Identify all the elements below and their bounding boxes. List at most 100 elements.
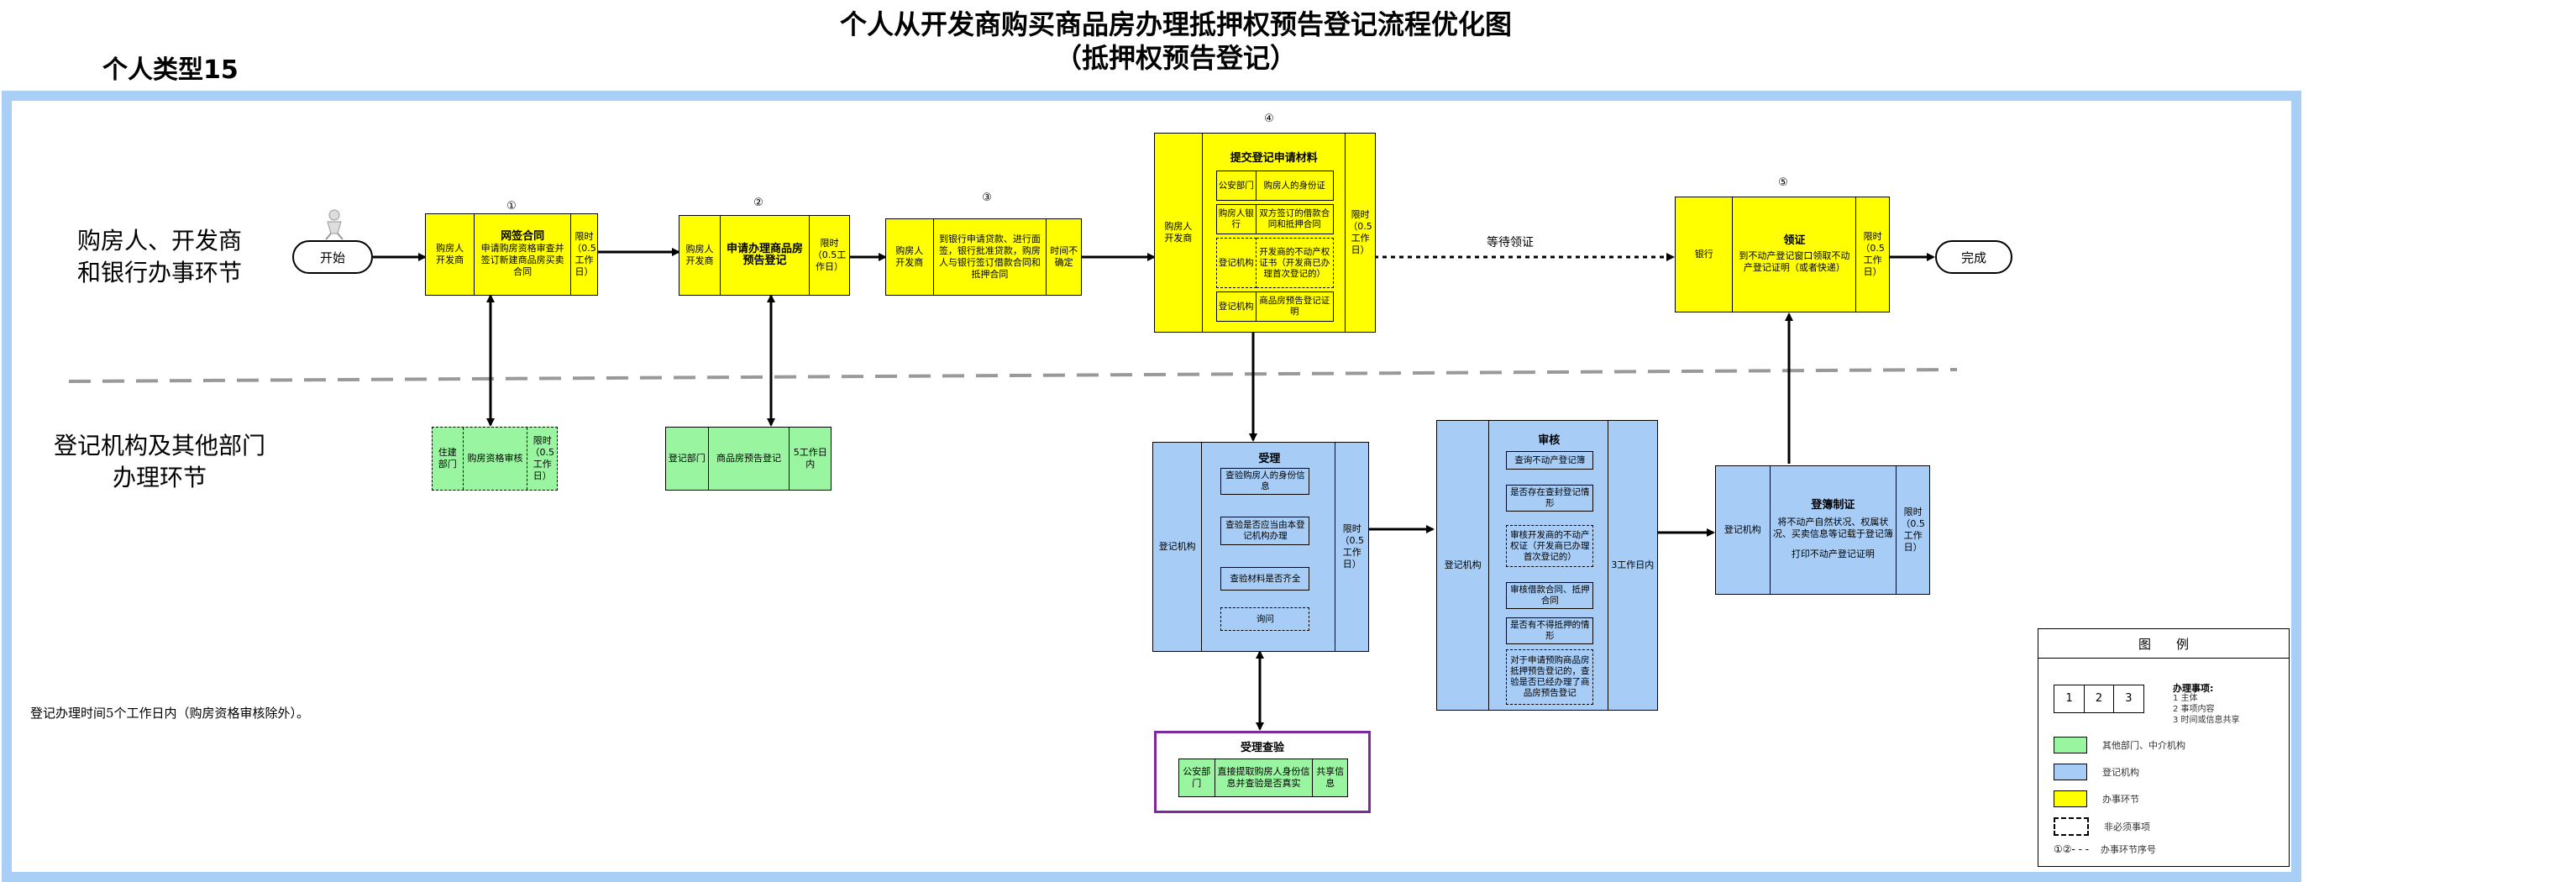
lane-label-top: 购房人、开发商 和银行办事环节: [76, 227, 242, 286]
legend: 图 例 1 2 3 办理事项: 1 主体 2 事项内容 3 时间或信息共享 其他…: [2038, 628, 2290, 867]
accept-box: 登记机构 受理 查验购房人的身份信息 查验是否应当由本登记机构办理 查验材料是否…: [1152, 442, 1369, 652]
accept-item-3: 查验材料是否齐全: [1220, 567, 1310, 591]
review-time: 3工作日内: [1607, 421, 1657, 710]
legend-seq-symbol: ①②- - -: [2054, 843, 2090, 855]
review-item-3: 审核开发商的不动产权证（开发商已办理首次登记的）: [1506, 525, 1594, 567]
register-title: 登簿制证: [1811, 499, 1855, 512]
legend-row-dashed-label: 非必须事项: [2104, 822, 2150, 832]
legend-swatch-yellow: [2054, 790, 2087, 807]
register-time: 限时（0.5工作日）: [1896, 466, 1929, 594]
verify-desc: 直接提取购房人身份信息并查验是否真实: [1214, 759, 1313, 796]
step2-party: 购房人 开发商: [685, 244, 714, 266]
step1-desc: 申请购房资格审查并签订新建商品房买卖合同: [480, 243, 564, 277]
step5-party: 银行: [1694, 249, 1713, 260]
step4-row-1-what: 购房人的身份证: [1256, 171, 1334, 201]
step4-box: 购房人 开发商 提交登记申请材料 公安部门 购房人的身份证 购房人银行 双方签订…: [1154, 133, 1376, 333]
review-item-1: 查询不动产登记簿: [1506, 451, 1594, 470]
legend-swatch-blue: [2054, 764, 2087, 780]
step2-time: 限时（0.5工作日）: [809, 216, 849, 295]
step2-title: 申请办理商品房预告登记: [720, 216, 809, 295]
step5-box: 银行 领证 到不动产登记窗口领取不动产登记证明（或者快递） 限时（0.5工作日）: [1675, 197, 1890, 312]
step4-row-4-who: 登记机构: [1215, 291, 1257, 322]
step-number-5: ⑤: [1778, 176, 1788, 189]
lane-divider: [68, 368, 1958, 383]
legend-sample-box: 1 2 3: [2054, 685, 2144, 713]
verify-inner: 公安部门 直接提取购房人身份信息并查验是否真实 共享信息: [1178, 759, 1348, 797]
accept-title: 受理: [1258, 453, 1281, 465]
step1-box: 购房人 开发商 网签合同 申请购房资格审查并签订新建商品房买卖合同 限时（0.5…: [425, 213, 598, 296]
legend-item-3: 3 时间或信息共享: [2173, 716, 2240, 725]
legend-row-blue: 登记机构: [2054, 764, 2139, 780]
legend-row-dashed: 非必须事项: [2054, 817, 2150, 836]
legend-box-num-2: 2: [2084, 685, 2114, 712]
legend-swatch-green: [2054, 737, 2087, 753]
review-party: 登记机构: [1444, 559, 1482, 570]
register-desc1: 将不动产自然状况、权属状况、买卖信息等记载于登记簿: [1772, 517, 1893, 539]
verify-box: 受理查验 公安部门 直接提取购房人身份信息并查验是否真实 共享信息: [1154, 731, 1371, 813]
step1-time: 限时（0.5工作日）: [570, 214, 597, 295]
end-node: 完成: [1935, 240, 2012, 274]
step4-time: 限时（0.5工作日）: [1345, 134, 1375, 332]
legend-item-2: 2 事项内容: [2173, 705, 2215, 714]
time-note: 登记办理时间5个工作日内（购房资格审核除外）。: [30, 706, 310, 721]
verify-party: 公安部门: [1183, 766, 1211, 789]
start-node: 开始: [292, 240, 373, 274]
review-item-5: 是否有不得抵押的情形: [1506, 617, 1594, 644]
sub2-box: 登记部门 商品房预告登记 5工作日内: [665, 427, 832, 491]
person-icon: [325, 209, 344, 240]
accept-item-1: 查验购房人的身份信息: [1220, 468, 1310, 495]
legend-box-num-1: 1: [2065, 692, 2073, 705]
legend-row-yellow: 办事环节: [2054, 790, 2139, 807]
review-item-2: 是否存在查封登记情形: [1506, 485, 1594, 512]
sub2-desc: 商品房预告登记: [707, 428, 790, 490]
accept-time: 限时（0.5工作日）: [1335, 443, 1368, 651]
accept-item-2: 查验是否应当由本登记机构办理: [1220, 517, 1310, 545]
step5-title: 领证: [1783, 234, 1806, 247]
step4-row-2-what: 双方签订的借款合同和抵押合同: [1256, 204, 1334, 234]
step3-party: 购房人 开发商: [895, 245, 924, 268]
sub1-time: 限时（0.5工作日）: [527, 428, 557, 490]
legend-row-blue-label: 登记机构: [2102, 767, 2139, 778]
register-desc2: 打印不动产登记证明: [1791, 549, 1875, 559]
step4-row-4-what: 商品房预告登记证明: [1256, 291, 1334, 322]
step4-row-2: 购房人银行 双方签订的借款合同和抵押合同: [1215, 204, 1334, 234]
accept-item-4: 询问: [1220, 607, 1310, 631]
step4-row-1-who: 公安部门: [1215, 171, 1257, 201]
step-number-4: ④: [1264, 113, 1274, 125]
category-label: 个人类型15: [102, 55, 239, 85]
step4-row-1: 公安部门 购房人的身份证: [1215, 171, 1334, 201]
step4-row-2-who: 购房人银行: [1215, 204, 1257, 234]
legend-box-num-3: 3: [2125, 692, 2133, 705]
legend-title: 图 例: [2038, 629, 2289, 659]
legend-items-title: 办理事项:: [2173, 683, 2214, 694]
step5-desc: 到不动产登记窗口领取不动产登记证明（或者快递）: [1739, 250, 1850, 273]
sub1-party: 住建部门: [438, 447, 457, 470]
step3-time: 时间不确定: [1046, 219, 1081, 295]
step-number-3: ③: [982, 192, 992, 204]
step4-row-3-what: 开发商的不动产权证书（开发商已办理首次登记的）: [1256, 238, 1334, 288]
review-item-6: 对于申请预购商品房抵押预告登记的，查验是否已经办理了商品房预告登记: [1506, 649, 1594, 705]
legend-row-seq: ①②- - - 办事环节序号: [2054, 843, 2156, 856]
legend-row-seq-label: 办事环节序号: [2101, 844, 2156, 855]
verify-share: 共享信息: [1312, 759, 1347, 796]
sub1-desc: 购房资格审核: [462, 428, 527, 490]
lane-label-bottom: 登记机构及其他部门 办理环节: [53, 432, 265, 491]
step4-party: 购房人 开发商: [1164, 221, 1193, 244]
wait-label: 等待领证: [1487, 236, 1534, 249]
step-number-1: ①: [506, 200, 517, 213]
sub2-party: 登记部门: [668, 453, 706, 464]
register-box: 登记机构 登簿制证 将不动产自然状况、权属状况、买卖信息等记载于登记簿 打印不动…: [1715, 465, 1930, 595]
legend-item-1: 1 主体: [2173, 694, 2198, 703]
step5-time: 限时（0.5工作日）: [1855, 197, 1889, 312]
step1-party: 购房人 开发商: [436, 243, 464, 265]
step3-box: 购房人 开发商 到银行申请贷款、进行面签，银行批准贷款，购房人与银行签订借款合同…: [885, 218, 1082, 296]
accept-party: 登记机构: [1158, 541, 1196, 552]
page-subtitle: （抵押权预告登记）: [1054, 42, 1297, 74]
legend-row-green-label: 其他部门、中介机构: [2102, 740, 2185, 751]
step3-desc: 到银行申请贷款、进行面签，银行批准贷款，购房人与银行签订借款合同和抵押合同: [932, 219, 1047, 295]
review-box: 登记机构 审核 查询不动产登记簿 是否存在查封登记情形 审核开发商的不动产权证（…: [1436, 420, 1658, 711]
step2-box: 购房人 开发商 申请办理商品房预告登记 限时（0.5工作日）: [679, 215, 850, 296]
page-title: 个人从开发商购买商品房办理抵押权预告登记流程优化图: [839, 8, 1512, 40]
legend-row-green: 其他部门、中介机构: [2054, 737, 2185, 753]
legend-row-yellow-label: 办事环节: [2102, 794, 2139, 805]
